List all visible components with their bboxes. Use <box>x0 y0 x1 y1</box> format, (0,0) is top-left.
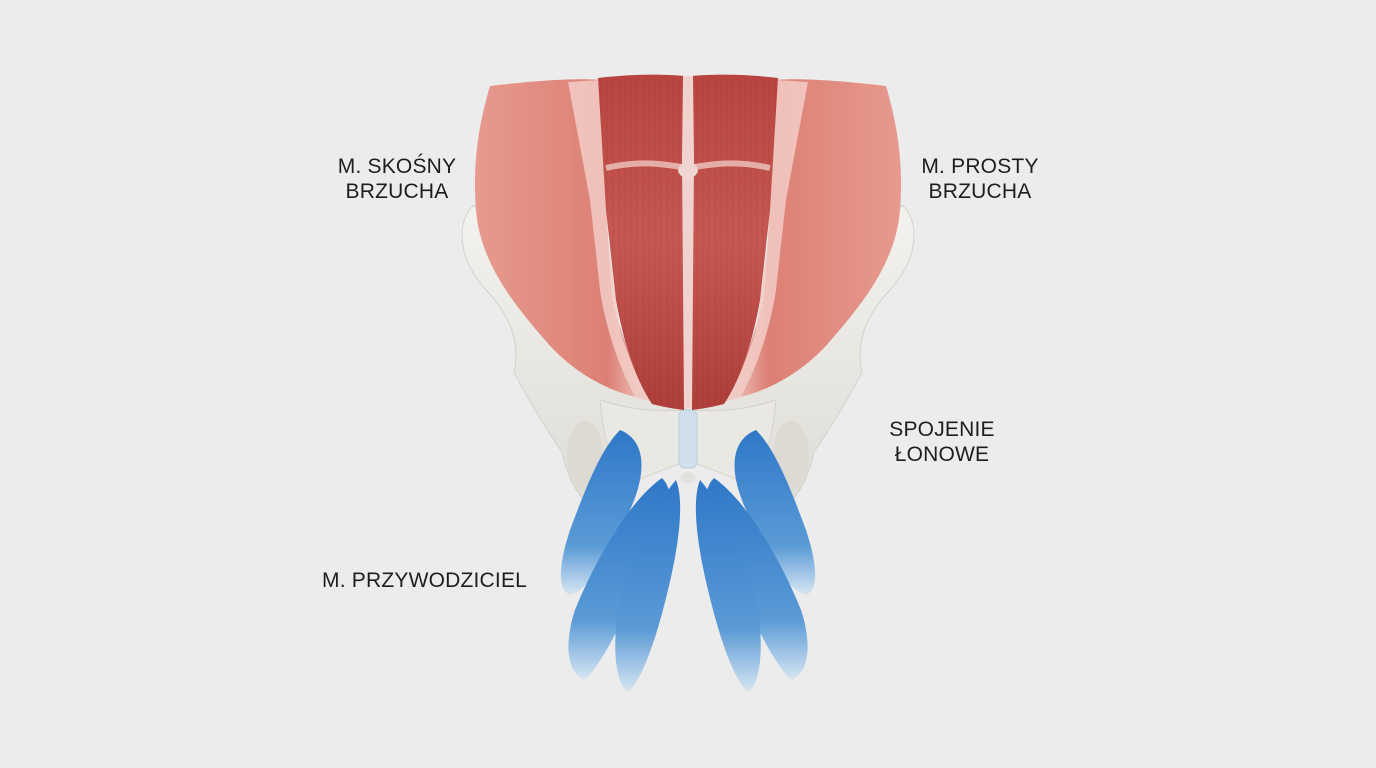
adductor-right-outer <box>734 430 816 595</box>
label-symphysis-line2: ŁONOWE <box>894 443 990 466</box>
label-rectus-muscle: M. PROSTY BRZUCHA <box>910 154 1050 204</box>
label-oblique-line2: BRZUCHA <box>345 180 449 203</box>
pubic-symphysis <box>678 409 698 469</box>
adductor-left-outer <box>560 430 642 595</box>
fascia-right <box>724 80 808 402</box>
adductor-left-mid <box>568 478 671 680</box>
linea-alba <box>682 76 694 408</box>
label-rectus-line1: M. PROSTY <box>921 155 1039 178</box>
adductor-muscles <box>560 430 816 692</box>
label-adductor-muscle: M. PRZYWODZICIEL <box>322 568 527 593</box>
label-adductor-line1: M. PRZYWODZICIEL <box>322 569 528 592</box>
label-oblique-muscle: M. SKOŚNY BRZUCHA <box>330 154 464 204</box>
label-rectus-line2: BRZUCHA <box>928 180 1032 203</box>
label-symphysis-line1: SPOJENIE <box>889 418 995 441</box>
adductor-left-inner <box>615 480 681 692</box>
label-pubic-symphysis: SPOJENIE ŁONOWE <box>872 417 1012 467</box>
label-oblique-line1: M. SKOŚNY <box>337 155 457 178</box>
adductor-right-mid <box>705 478 808 680</box>
abdominal-wall <box>474 74 902 411</box>
adductor-right-inner <box>695 480 761 692</box>
fascia-left <box>568 80 652 402</box>
umbilicus <box>678 162 698 178</box>
pubic-tubercle <box>681 472 695 484</box>
